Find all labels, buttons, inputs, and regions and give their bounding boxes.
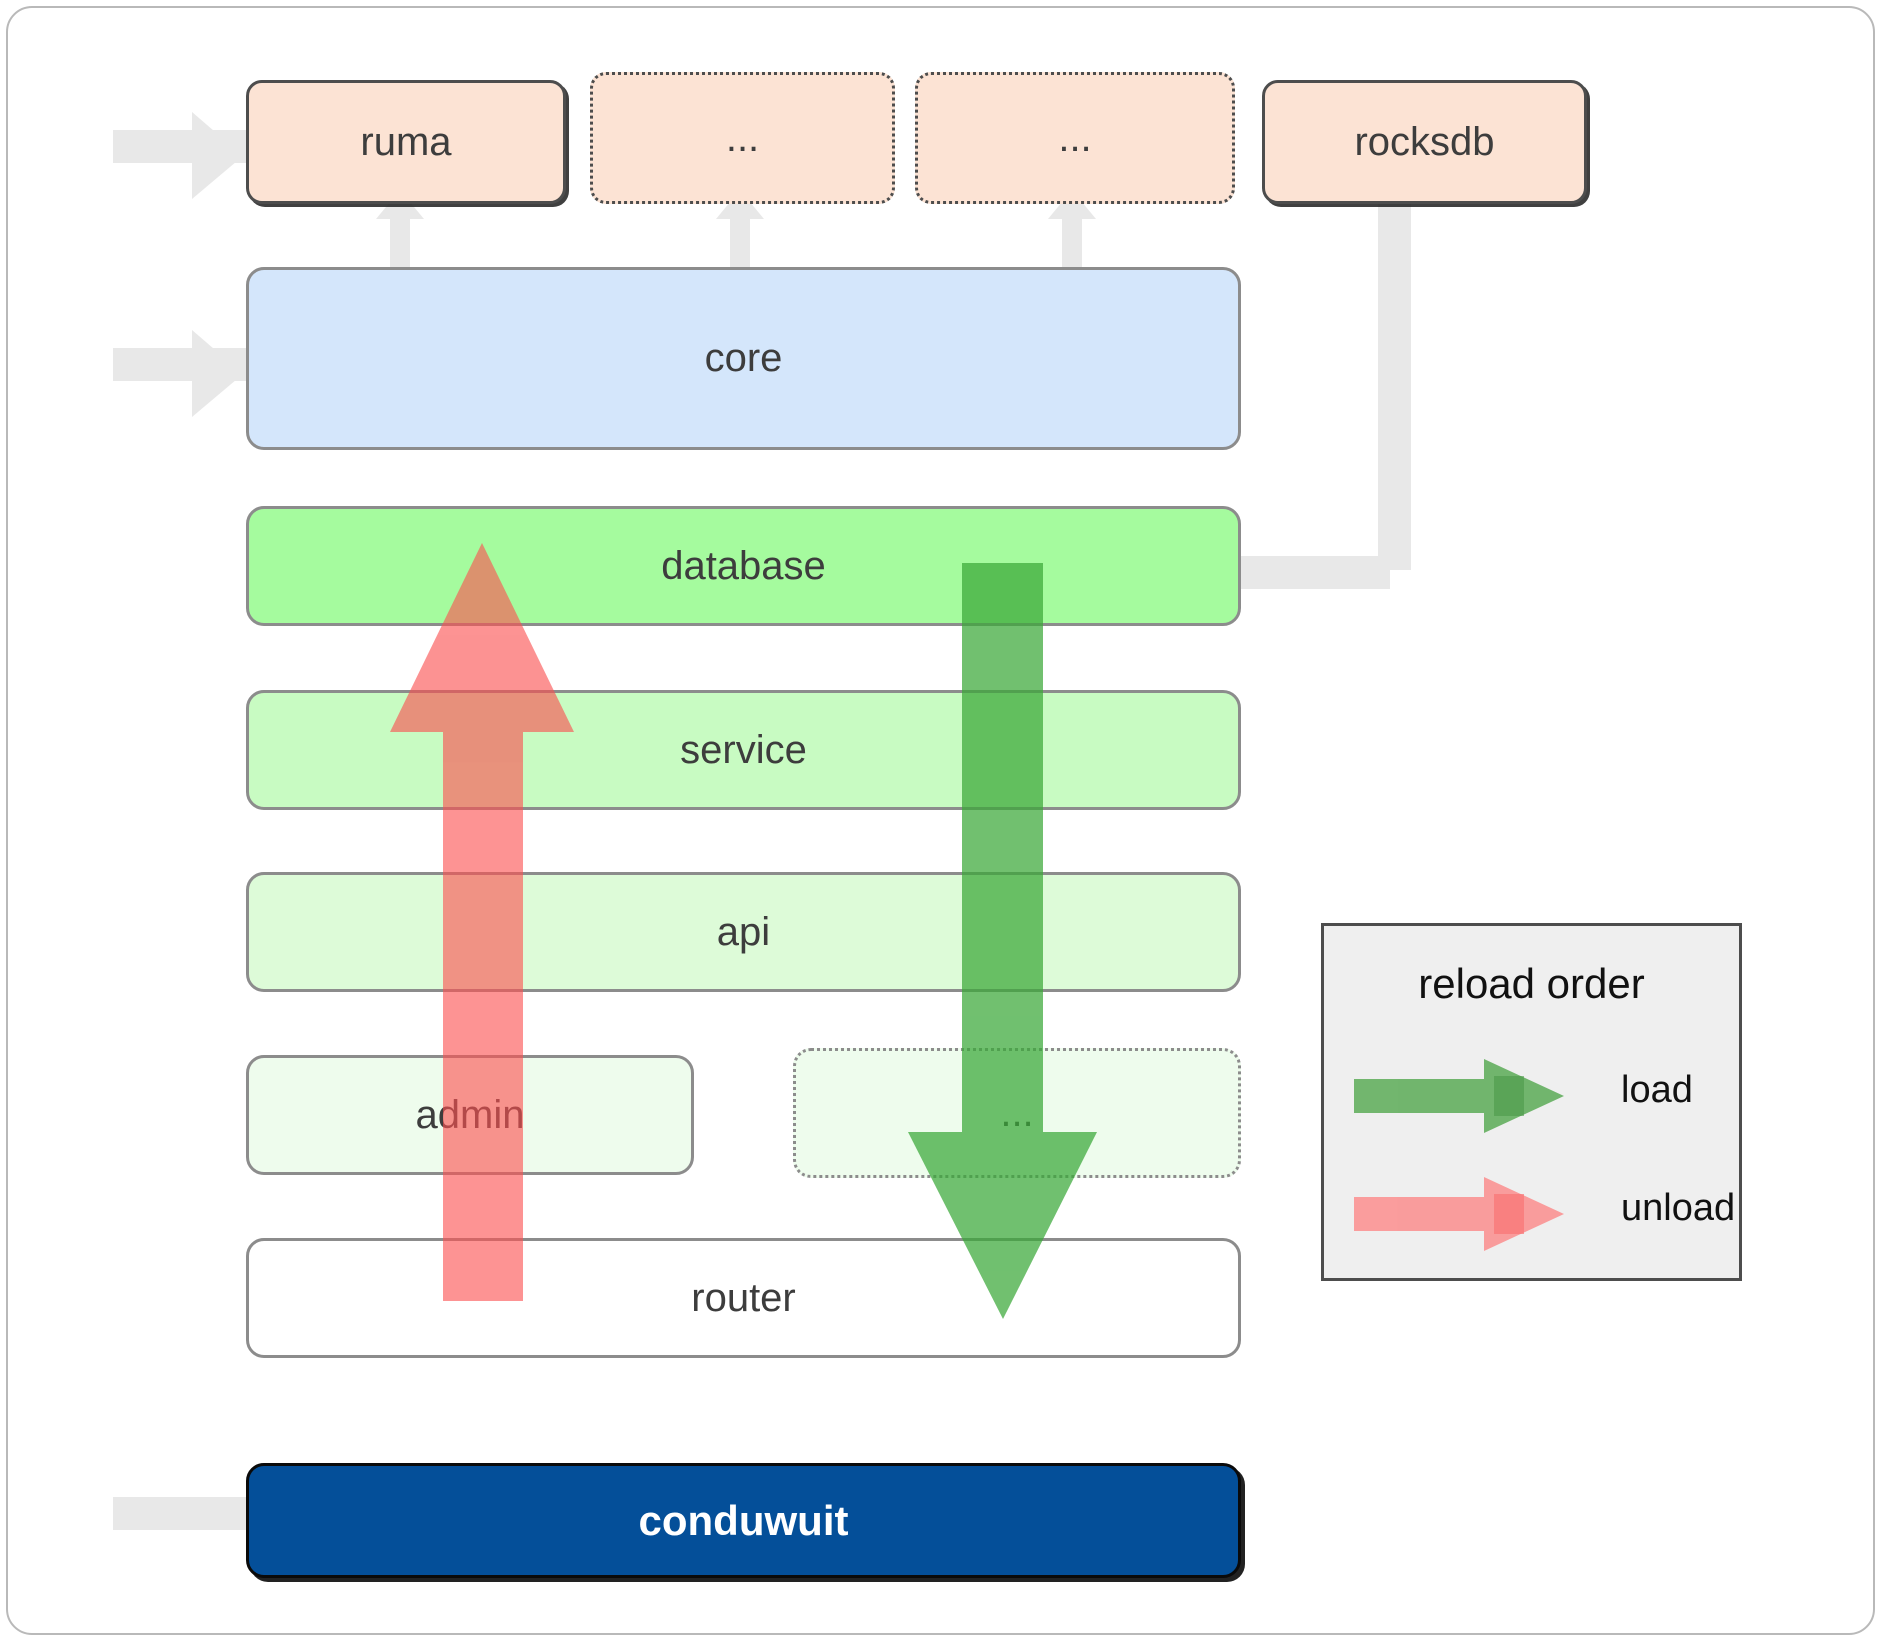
root-label: conduwuit: [638, 1496, 849, 1544]
layer-label: service: [680, 727, 807, 772]
layer-label: router: [691, 1275, 796, 1320]
dependency-label: rocksdb: [1354, 119, 1495, 164]
dependency-label: ...: [725, 115, 760, 160]
layer-box-service[interactable]: service: [246, 690, 1241, 810]
legend-unload-arrow-icon: [1354, 1177, 1564, 1251]
layer-label: api: [716, 909, 771, 954]
legend-panel: reload order load unload: [1321, 923, 1742, 1281]
layer-box-core[interactable]: core: [246, 267, 1241, 450]
layer-box-dots[interactable]: ...: [793, 1048, 1241, 1178]
layer-label: database: [661, 543, 826, 588]
dependency-label: ...: [1058, 115, 1092, 160]
dependency-box-dots-b[interactable]: ...: [915, 72, 1235, 204]
layer-label: admin: [415, 1092, 525, 1137]
dependency-box-rocksdb[interactable]: rocksdb: [1262, 80, 1587, 204]
diagram-frame: [6, 6, 1875, 1635]
layer-box-database[interactable]: database: [246, 506, 1241, 626]
root-box-conduwuit[interactable]: conduwuit: [246, 1463, 1241, 1578]
dependency-box-dots-a[interactable]: ...: [590, 72, 895, 204]
layer-label: ...: [1000, 1090, 1034, 1135]
layer-box-api[interactable]: api: [246, 872, 1241, 992]
legend-label-unload: unload: [1621, 1187, 1736, 1229]
dependency-label: ruma: [360, 119, 452, 164]
layer-box-router[interactable]: router: [246, 1238, 1241, 1358]
dependency-box-ruma[interactable]: ruma: [246, 80, 566, 204]
legend-load-arrow-icon: [1354, 1059, 1564, 1133]
legend-title: reload order: [1418, 960, 1645, 1007]
layer-label: core: [704, 336, 783, 380]
legend-label-load: load: [1621, 1069, 1693, 1111]
layer-box-admin[interactable]: admin: [246, 1055, 694, 1175]
